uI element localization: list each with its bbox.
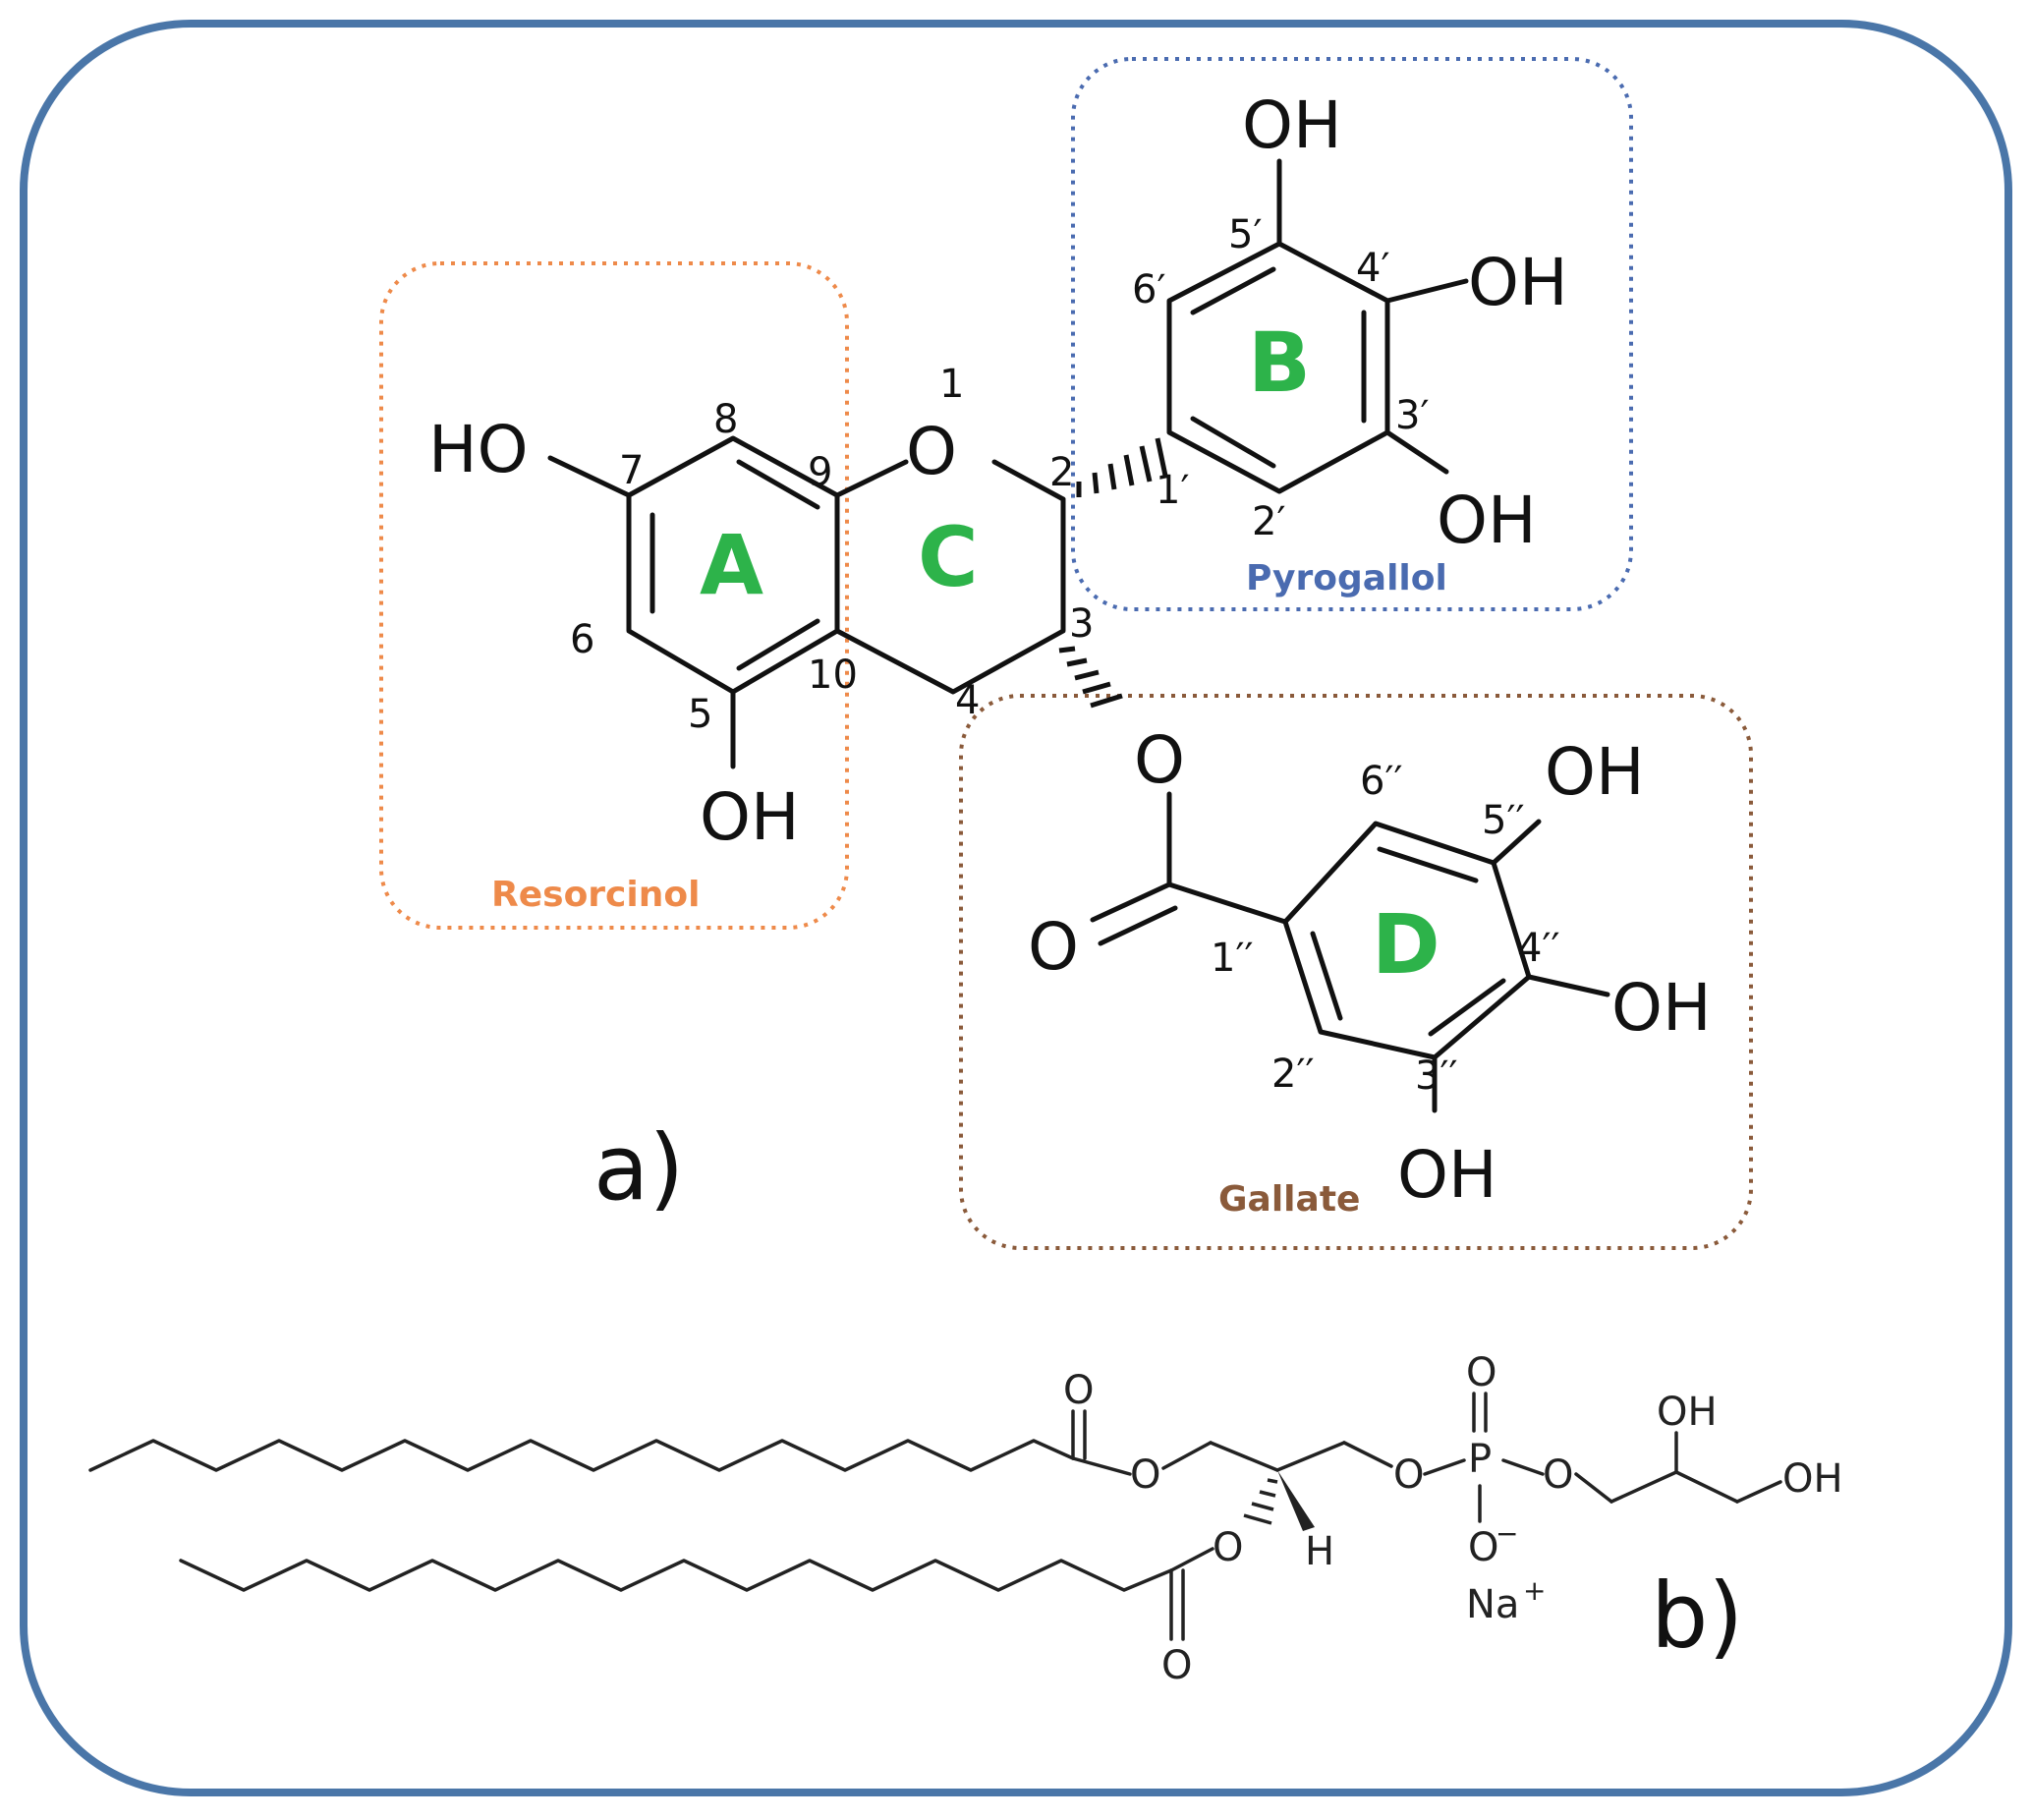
- num-3: 3: [1069, 601, 1094, 647]
- ho-c7: HO: [428, 412, 529, 487]
- head-1: [1574, 1472, 1613, 1504]
- b-o-carb2: O: [1161, 1643, 1192, 1688]
- resorcinol-box: [379, 261, 849, 930]
- oh-c3p: OH: [1437, 483, 1537, 558]
- b-o-minus: O: [1468, 1525, 1498, 1570]
- b-h: H: [1305, 1529, 1334, 1574]
- num-3p: 3′: [1395, 393, 1430, 438]
- ring-label-c: C: [918, 509, 979, 605]
- num-2p: 2′: [1252, 499, 1286, 544]
- oh-c5: OH: [700, 779, 800, 855]
- num-2pp: 2′′: [1271, 1052, 1315, 1097]
- b-o-p1: O: [1393, 1452, 1424, 1498]
- num-6: 6: [570, 617, 594, 662]
- pyrogallol-box: [1071, 57, 1633, 611]
- upper-ester-o-bond: [1071, 1456, 1132, 1476]
- num-7: 7: [619, 448, 644, 493]
- upper-acyl-chain: [88, 1439, 1075, 1472]
- bond-c-ring: [1166, 882, 1288, 925]
- b-o-p2: O: [1543, 1452, 1573, 1498]
- panel-b-label: b): [1651, 1564, 1743, 1669]
- b-o-p-top: O: [1466, 1350, 1496, 1395]
- num-6p: 6′: [1132, 267, 1166, 313]
- o-ester: O: [1134, 722, 1185, 798]
- resorcinol-label: Resorcinol: [491, 875, 700, 915]
- outer-frame: [20, 20, 2012, 1796]
- b-o-minus-charge: −: [1496, 1517, 1518, 1550]
- oh-c5pp: OH: [1545, 734, 1645, 810]
- oh-c4p: OH: [1468, 245, 1568, 320]
- num-4pp: 4′′: [1517, 926, 1560, 971]
- num-6pp: 6′′: [1360, 759, 1403, 804]
- num-4: 4: [955, 678, 980, 723]
- num-10: 10: [808, 653, 858, 698]
- num-5pp: 5′′: [1482, 798, 1525, 843]
- num-5: 5: [688, 692, 712, 737]
- head-4: [1674, 1470, 1739, 1504]
- glycerol-2: [1209, 1441, 1279, 1472]
- glycerol-1: [1161, 1441, 1213, 1470]
- ring-c-bonds: [834, 459, 1066, 695]
- b-na-charge: +: [1523, 1574, 1546, 1607]
- ring-b-bonds: [1166, 158, 1469, 494]
- ring-label-d: D: [1372, 896, 1440, 993]
- gallate-label: Gallate: [1218, 1179, 1360, 1220]
- num-1: 1: [939, 362, 964, 407]
- o-1: O: [906, 414, 957, 489]
- b-o-carb1: O: [1063, 1368, 1094, 1413]
- bond-c-o-double-1: [1090, 882, 1172, 923]
- lower-acyl-chain: [179, 1559, 1173, 1592]
- lower-ester-o-bond: [1169, 1547, 1214, 1572]
- hash-bond-glycerol: [1243, 1478, 1278, 1525]
- p-o-left: [1423, 1458, 1466, 1476]
- b-oh-top: OH: [1657, 1390, 1718, 1435]
- head-2: [1609, 1470, 1678, 1504]
- num-1p: 1′: [1156, 468, 1190, 513]
- hash-bond-c2: [1076, 437, 1168, 497]
- b-na: Na: [1466, 1582, 1519, 1627]
- num-3pp: 3′′: [1415, 1053, 1458, 1099]
- num-8: 8: [713, 397, 738, 442]
- oh-c3pp: OH: [1397, 1137, 1497, 1213]
- oh-c4pp: OH: [1611, 970, 1712, 1046]
- ring-d-bonds: [1282, 819, 1610, 1113]
- hash-bond-c3: [1058, 646, 1123, 709]
- panel-b: O O O O H O P O O − O OH OH Na + b): [88, 1350, 1843, 1688]
- o-carbonyl: O: [1028, 909, 1079, 985]
- panel-a-label: a): [593, 1115, 684, 1221]
- b-o-ester1: O: [1130, 1452, 1160, 1498]
- ring-label-a: A: [700, 517, 763, 613]
- num-4p: 4′: [1356, 246, 1390, 291]
- b-p: P: [1468, 1437, 1492, 1482]
- oh-c5p: OH: [1242, 87, 1342, 163]
- glycerol-3: [1275, 1441, 1346, 1472]
- panel-a: Resorcinol Pyrogallol Gallate: [379, 57, 1753, 1250]
- num-9: 9: [808, 450, 832, 495]
- bond-c7-oh: [547, 455, 632, 498]
- head-5: [1735, 1480, 1782, 1504]
- ring-label-b: B: [1248, 314, 1311, 411]
- wedge-bond-h: [1277, 1470, 1315, 1531]
- num-5p: 5′: [1228, 212, 1263, 257]
- bond-c-o-double-2: [1098, 905, 1178, 946]
- b-o-ester2: O: [1213, 1525, 1243, 1570]
- glycerol-4: [1342, 1441, 1393, 1468]
- num-2: 2: [1049, 450, 1074, 495]
- p-o-right: [1501, 1458, 1545, 1476]
- gallate-box: [959, 694, 1753, 1250]
- pyrogallol-label: Pyrogallol: [1246, 558, 1447, 598]
- b-oh-end: OH: [1782, 1456, 1843, 1502]
- num-1pp: 1′′: [1211, 936, 1254, 981]
